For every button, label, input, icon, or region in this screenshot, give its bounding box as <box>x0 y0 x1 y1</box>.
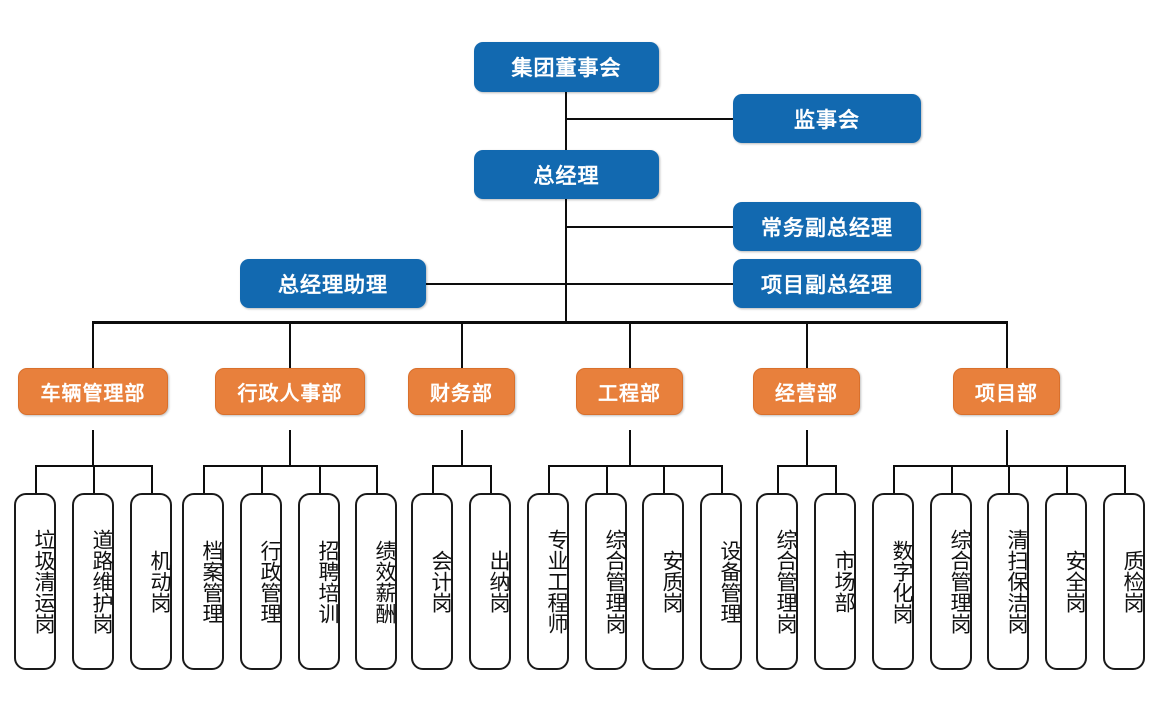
node-position-safety[interactable]: 安全岗 <box>1045 493 1087 670</box>
node-department-vehicle[interactable]: 车辆管理部 <box>18 368 168 415</box>
connector-leaf-7 <box>432 465 434 494</box>
node-position-road-maintenance[interactable]: 道路维护岗 <box>72 493 114 670</box>
connector-leaf-5 <box>319 465 321 494</box>
connector-leaf-11 <box>663 465 665 494</box>
node-position-cleaning[interactable]: 清扫保洁岗 <box>987 493 1029 670</box>
connector-leaf-9 <box>548 465 550 494</box>
connector-leaf-3 <box>203 465 205 494</box>
node-position-safety-quality[interactable]: 安质岗 <box>642 493 684 670</box>
connector-dept-3-stem <box>629 430 631 466</box>
leaf-bar-dept-4 <box>777 465 835 467</box>
node-position-admin-mgmt[interactable]: 行政管理 <box>240 493 282 670</box>
connector-dept-5-stem <box>1006 430 1008 466</box>
connector-bus-to-dept-5 <box>1006 321 1008 368</box>
node-position-recruit-training[interactable]: 招聘培训 <box>298 493 340 670</box>
node-position-equipment-mgmt[interactable]: 设备管理 <box>700 493 742 670</box>
connector-bus-to-dept-4 <box>806 321 808 368</box>
node-position-accounting[interactable]: 会计岗 <box>411 493 453 670</box>
node-gm-assistant[interactable]: 总经理助理 <box>240 259 426 308</box>
node-department-operations[interactable]: 经营部 <box>753 368 860 415</box>
connector-leaf-4 <box>261 465 263 494</box>
node-department-project[interactable]: 项目部 <box>953 368 1060 415</box>
connector-leaf-1 <box>93 465 95 494</box>
node-position-marketing[interactable]: 市场部 <box>814 493 856 670</box>
node-position-ops-general-mgmt[interactable]: 综合管理岗 <box>756 493 798 670</box>
node-supervisory-board[interactable]: 监事会 <box>733 94 921 143</box>
connector-dept-1-stem <box>289 430 291 466</box>
connector-leaf-18 <box>1066 465 1068 494</box>
node-department-finance[interactable]: 财务部 <box>408 368 515 415</box>
connector-leaf-15 <box>893 465 895 494</box>
connector-spine-to-gm-assistant <box>425 283 566 285</box>
leaf-bar-dept-3 <box>548 465 721 467</box>
connector-bus-to-dept-2 <box>461 321 463 368</box>
node-position-archive-mgmt[interactable]: 档案管理 <box>182 493 224 670</box>
connector-gm-stem-to-supervisory <box>565 118 733 120</box>
connector-spine-to-exec-vice-gm <box>565 226 733 228</box>
connector-leaf-16 <box>951 465 953 494</box>
connector-leaf-10 <box>606 465 608 494</box>
node-position-quality-inspection[interactable]: 质检岗 <box>1103 493 1145 670</box>
leaf-bar-dept-1 <box>203 465 376 467</box>
node-position-performance-pay[interactable]: 绩效薪酬 <box>355 493 397 670</box>
node-project-vice-gm[interactable]: 项目副总经理 <box>733 259 921 308</box>
connector-board-to-gm <box>565 92 567 150</box>
leaf-bar-dept-2 <box>432 465 490 467</box>
node-department-engineering[interactable]: 工程部 <box>576 368 683 415</box>
connector-leaf-19 <box>1124 465 1126 494</box>
node-position-digitalization[interactable]: 数字化岗 <box>872 493 914 670</box>
connector-dept-4-stem <box>806 430 808 466</box>
node-position-proj-general-mgmt[interactable]: 综合管理岗 <box>930 493 972 670</box>
connector-leaf-13 <box>777 465 779 494</box>
connector-leaf-2 <box>151 465 153 494</box>
node-department-admin-hr[interactable]: 行政人事部 <box>215 368 365 415</box>
node-position-waste-removal[interactable]: 垃圾清运岗 <box>14 493 56 670</box>
connector-leaf-12 <box>721 465 723 494</box>
connector-leaf-8 <box>490 465 492 494</box>
node-position-professional-engineer[interactable]: 专业工程师 <box>527 493 569 670</box>
node-exec-vice-gm[interactable]: 常务副总经理 <box>733 202 921 251</box>
department-bus-line <box>92 321 1008 324</box>
connector-bus-to-dept-0 <box>92 321 94 368</box>
connector-leaf-6 <box>376 465 378 494</box>
node-position-eng-general-mgmt[interactable]: 综合管理岗 <box>585 493 627 670</box>
connector-leaf-17 <box>1008 465 1010 494</box>
node-position-cashier[interactable]: 出纳岗 <box>469 493 511 670</box>
connector-spine-to-project-vice-gm <box>565 283 733 285</box>
connector-gm-spine <box>565 199 567 323</box>
node-general-manager[interactable]: 总经理 <box>474 150 659 199</box>
connector-leaf-14 <box>835 465 837 494</box>
connector-bus-to-dept-3 <box>629 321 631 368</box>
connector-leaf-0 <box>35 465 37 494</box>
connector-dept-2-stem <box>461 430 463 466</box>
node-group-board[interactable]: 集团董事会 <box>474 42 659 92</box>
connector-dept-0-stem <box>92 430 94 466</box>
connector-bus-to-dept-1 <box>289 321 291 368</box>
node-position-mobile-duty[interactable]: 机动岗 <box>130 493 172 670</box>
